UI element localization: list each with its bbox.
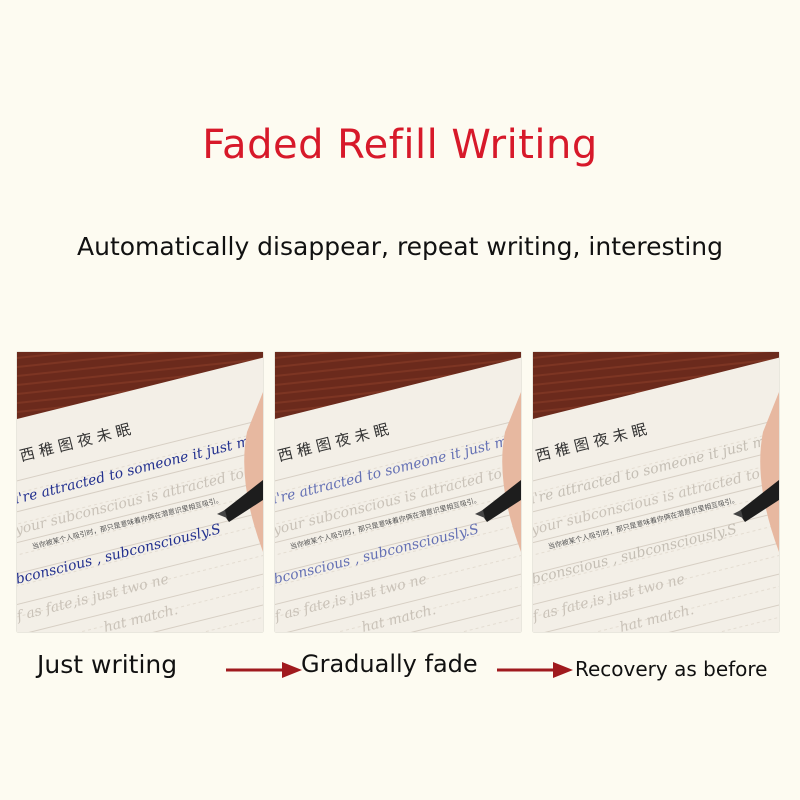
notebook-photo: 西 稚 图 夜 未 眠n you're attracted to someone…: [17, 352, 263, 632]
hand-with-pen: [475, 392, 521, 552]
caption-gradually-fade: Gradually fade: [301, 650, 478, 678]
notebook-photo: 西 稚 图 夜 未 眠n you're attracted to someone…: [275, 352, 521, 632]
page-subtitle: Automatically disappear, repeat writing,…: [77, 232, 723, 261]
photo-recovery: 西 稚 图 夜 未 眠n you're attracted to someone…: [533, 352, 779, 632]
page-title: Faded Refill Writing: [202, 122, 598, 168]
notebook-photo: 西 稚 图 夜 未 眠n you're attracted to someone…: [533, 352, 779, 632]
caption-just-writing: Just writing: [37, 650, 178, 679]
photo-just-writing: 西 稚 图 夜 未 眠n you're attracted to someone…: [17, 352, 263, 632]
photo-gradually-fade: 西 稚 图 夜 未 眠n you're attracted to someone…: [275, 352, 521, 632]
hand-with-pen: [733, 392, 779, 552]
arrow-right-icon: [497, 662, 573, 678]
caption-recovery: Recovery as before: [575, 657, 768, 681]
arrow-right-icon: [226, 662, 302, 678]
hand-with-pen: [217, 392, 263, 552]
